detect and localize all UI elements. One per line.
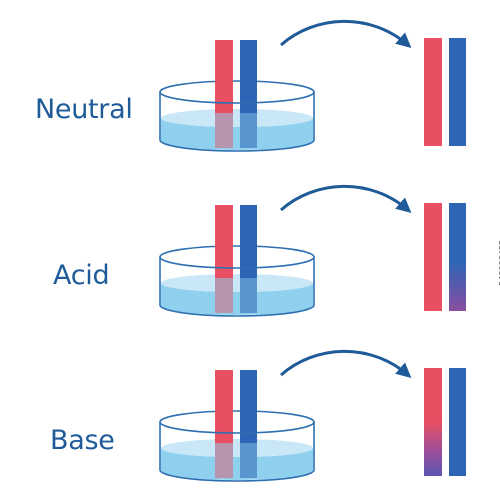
- red-strip-result: [424, 203, 442, 311]
- dish-outline: [159, 92, 315, 152]
- row-neutral: [159, 19, 466, 152]
- blue-strip-submerged: [240, 113, 257, 148]
- arrow-icon: [280, 184, 412, 213]
- red-strip-submerged: [215, 113, 233, 148]
- red-strip-submerged: [215, 278, 233, 313]
- red-strip-result: [424, 368, 442, 476]
- liquid-surface: [161, 109, 313, 127]
- red-strip-result: [424, 38, 442, 146]
- liquid-surface: [161, 439, 313, 457]
- row-label-base: Base: [50, 425, 115, 456]
- blue-strip-submerged: [240, 278, 257, 313]
- blue-strip-result: [449, 368, 466, 476]
- row-base: [159, 349, 466, 482]
- blue-strip-result: [449, 203, 466, 311]
- blue-strip-dipped: [240, 40, 257, 148]
- liquid-surface: [161, 274, 313, 292]
- dish-liquid: [161, 283, 313, 315]
- blue-strip-dipped: [240, 370, 257, 478]
- row-acid: [159, 184, 466, 317]
- row-label-acid: Acid: [53, 260, 110, 291]
- blue-strip-result: [449, 38, 466, 146]
- row-label-neutral: Neutral: [35, 94, 133, 125]
- dish-outline: [159, 257, 315, 317]
- arrow-icon: [280, 349, 412, 378]
- dish-outline: [159, 422, 315, 482]
- dish-rim-front: [159, 91, 315, 104]
- red-strip-submerged: [215, 443, 233, 478]
- dish-liquid: [161, 118, 313, 150]
- dish-rim-front: [159, 421, 315, 434]
- dish-rim-front: [159, 256, 315, 269]
- dish-liquid: [161, 448, 313, 480]
- blue-strip-submerged: [240, 443, 257, 478]
- arrow-icon: [280, 19, 412, 48]
- blue-strip-dipped: [240, 205, 257, 313]
